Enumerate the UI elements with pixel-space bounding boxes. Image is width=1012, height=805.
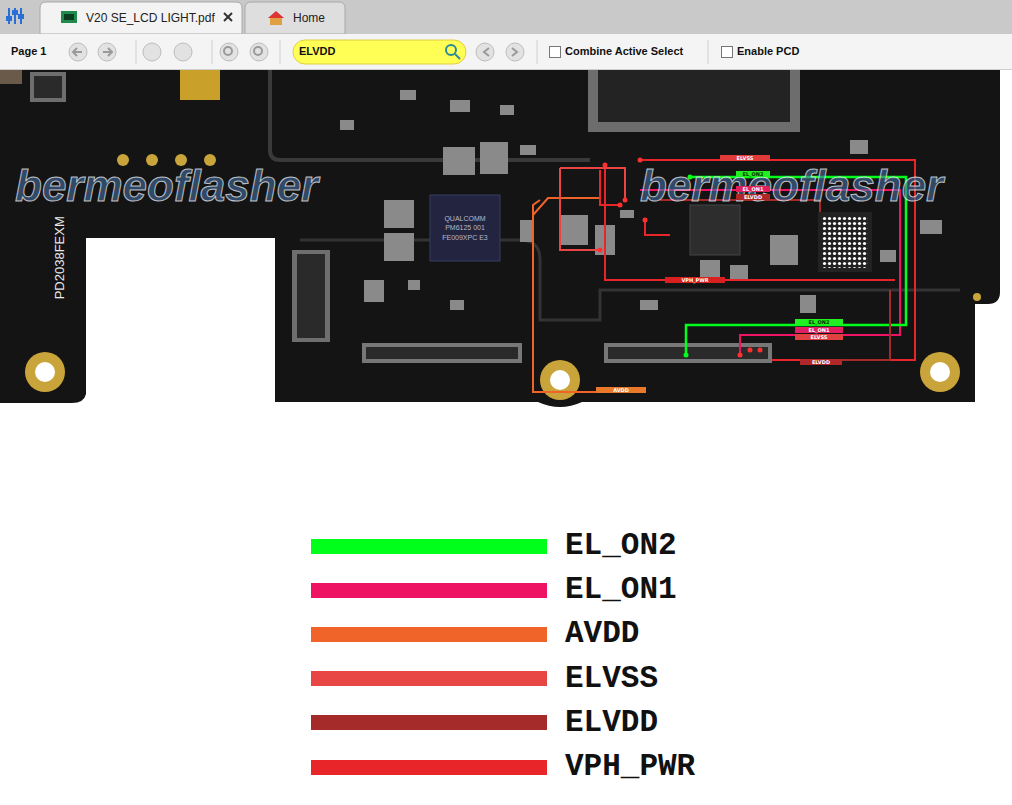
legend-entry: ELVDD [311,703,658,743]
legend-entry: EL_ON1 [311,570,677,610]
tab-shape [40,2,242,34]
legend-text: ELVDD [565,703,658,743]
settings-icon [7,8,23,24]
net-label: EL_ON1 [736,186,770,192]
tab-bar [0,0,1012,34]
legend-text: ELVSS [565,659,658,699]
legend-entry: AVDD [311,614,639,654]
toolbar-label: Combine Active Select [565,45,683,58]
home-icon [268,11,284,25]
node-text: Home [293,11,325,25]
net-label: VPH_PWR [665,277,725,283]
net-label: AVDD [596,387,646,393]
bga-balls [822,216,868,268]
fpc-connector [30,72,772,363]
node-text: V20 SE_LCD LIGHT.pdf [86,11,215,25]
toolbar-label: Enable PCD [737,45,799,58]
tab: V20 SE_LCD LIGHT.pdf [40,2,242,34]
legend-text: EL_ON2 [565,526,677,566]
toolbar-border [0,69,1012,70]
metal-shield [598,70,790,122]
bga-chip [818,212,872,272]
net-label: ELVSS [795,334,843,340]
board-edge [0,70,22,84]
net-label: ELVSS [720,155,770,161]
yellow-label [180,70,220,100]
pmic-chip-shape [430,195,500,261]
watermark: bermeoflasher [640,160,943,213]
mounting-hole [920,352,960,392]
ic-chip [690,205,740,255]
pcb-board [0,70,1000,407]
search-icon [446,45,460,59]
legend-swatch [311,583,547,598]
pdf-icon [61,11,77,23]
checkbox [550,47,561,58]
search-box: ELVDD [293,40,466,64]
node-text: ELVDD [299,45,335,58]
metal-shield [588,70,800,132]
net-label: ELVDD [800,359,842,365]
net-label: ELVDD [736,194,770,200]
legend-text: EL_ON1 [565,570,677,610]
net-label: EL_ON1 [795,327,843,333]
toolbar [0,34,1012,70]
tab-shape [245,2,345,34]
legend-swatch [311,671,547,686]
legend-entry: EL_ON2 [311,526,677,566]
legend-swatch [311,627,547,642]
legend-entry: VPH_PWR [311,747,695,787]
pmic-chip: QUALCOMM PM6125 001 FE009XPC E3 [430,195,500,261]
net-label: EL_ON2 [795,319,843,325]
legend-text: AVDD [565,614,639,654]
toolbar-label: Page 1 [11,45,46,58]
board-marking: PD2038FEXM [52,216,68,299]
node-text: QUALCOMM PM6125 001 FE009XPC E3 [439,214,491,241]
legend-text: VPH_PWR [565,747,695,787]
board-contour [270,70,590,160]
mounting-hole [25,352,65,392]
checkbox [722,47,733,58]
search-box-shape [293,40,466,64]
close-icon [224,13,232,21]
legend-swatch [311,715,547,730]
legend-entry: ELVSS [311,659,658,699]
mounting-hole [540,360,580,400]
net-label: EL_ON2 [736,171,770,177]
legend-swatch [311,539,547,554]
watermark: bermeoflasher [15,160,318,213]
tab: Home [245,2,345,34]
legend-swatch [311,760,547,775]
